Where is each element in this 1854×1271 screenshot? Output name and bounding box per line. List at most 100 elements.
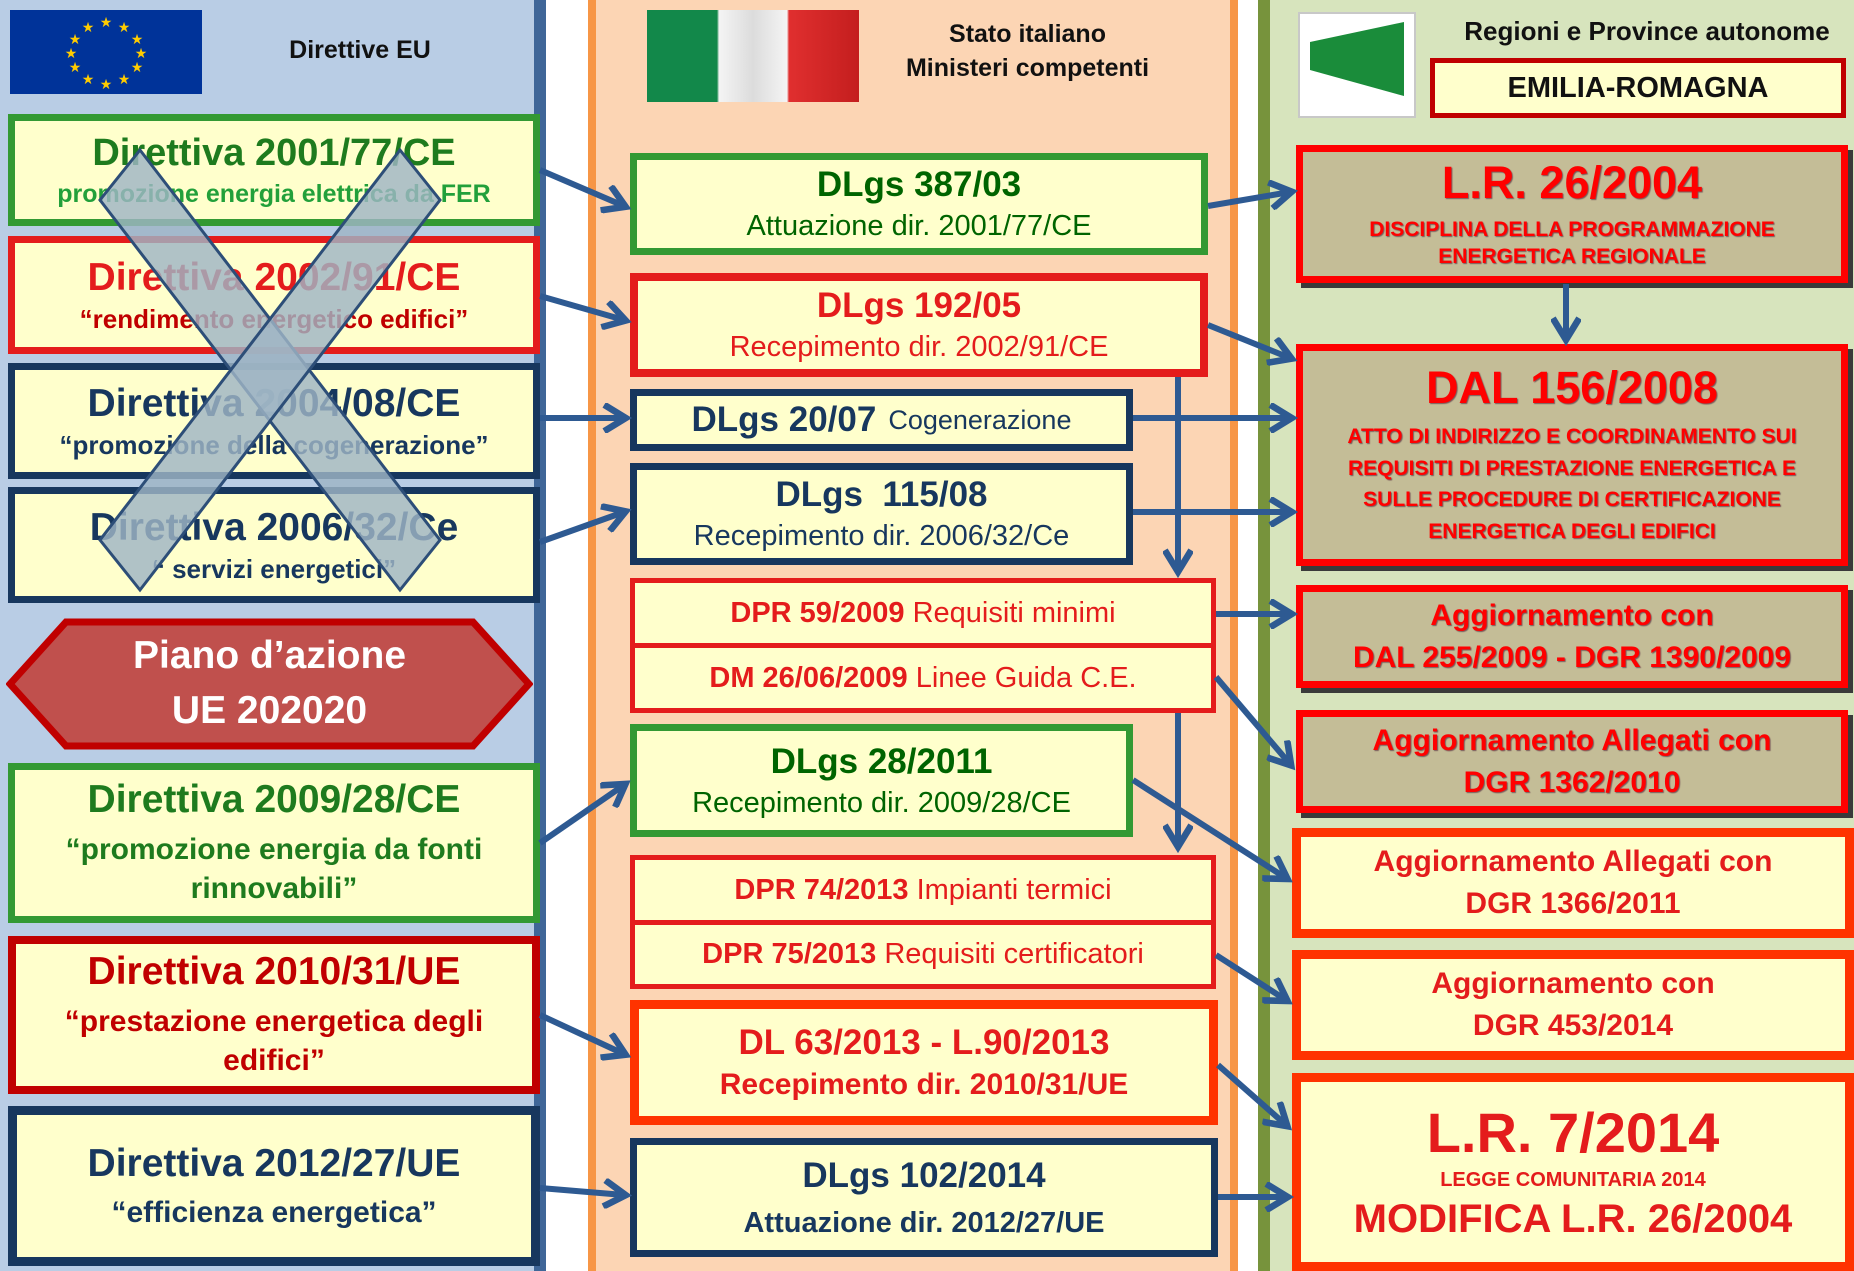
it-law-title: DL 63/2013 - L.90/2013 [738, 1023, 1110, 1063]
it-law-subtitle: Recepimento dir. 2006/32/Ce [693, 520, 1070, 553]
svg-text:★: ★ [69, 32, 82, 48]
region-header: Regioni e Province autonome [1464, 16, 1830, 46]
it-law-dpr59-dm2606-box: DPR 59/2009 Requisiti minimi DM 26/06/20… [630, 578, 1216, 713]
it-law-title: DLgs 20/07 [691, 400, 877, 440]
it-law-dlgs-102-2014: DLgs 102/2014 Attuazione dir. 2012/27/UE [630, 1138, 1218, 1257]
eu-header: Direttive EU [289, 36, 431, 64]
eu-directive-subtitle: “ servizi energetici” [151, 554, 397, 585]
rg-act-title: L.R. 7/2014 [1426, 1101, 1720, 1165]
eu-directive-2010-31: Direttiva 2010/31/UE “prestazione energe… [8, 936, 540, 1094]
rg-act-lr-26-2004: L.R. 26/2004 DISCIPLINA DELLA PROGRAMMAZ… [1296, 145, 1848, 283]
eu-directive-title: Direttiva 2010/31/UE [87, 950, 461, 994]
rg-act-line1: Aggiornamento con [1430, 598, 1714, 632]
piano-azione-label: Piano d’azione UE 202020 [6, 618, 533, 750]
it-law-subtitle: Recepimento dir. 2002/91/CE [729, 331, 1109, 364]
eu-directive-subtitle: promozione energia elettrica da FER [57, 180, 491, 209]
rg-act-dgr-453-2014: Aggiornamento con DGR 453/2014 [1292, 950, 1854, 1060]
it-law-dpr-59-2009: DPR 59/2009 Requisiti minimi [635, 583, 1211, 648]
it-law-subtitle: Requisiti minimi [912, 596, 1116, 629]
italy-header-line1: Stato italiano [949, 20, 1106, 48]
svg-text:★: ★ [82, 72, 95, 88]
it-law-title: DPR 59/2009 [730, 596, 905, 629]
it-law-dpr-75-2013: DPR 75/2013 Requisiti certificatori [635, 925, 1211, 985]
rg-act-line1: Aggiornamento con [1431, 967, 1715, 1001]
rg-act-big: MODIFICA L.R. 26/2004 [1353, 1197, 1793, 1242]
eu-directive-2001-77: Direttiva 2001/77/CE promozione energia … [8, 114, 540, 226]
region-name: EMILIA-ROMAGNA [1507, 71, 1769, 104]
it-law-title: DLgs 28/2011 [770, 741, 993, 781]
svg-text:★: ★ [131, 32, 144, 48]
it-law-subtitle: Attuazione dir. 2001/77/CE [746, 210, 1092, 243]
it-law-dlgs-115-08: DLgs 115/08 Recepimento dir. 2006/32/Ce [630, 463, 1133, 565]
svg-text:★: ★ [100, 77, 113, 93]
eu-directive-subtitle: “efficienza energetica” [111, 1196, 437, 1230]
eu-directive-2012-27: Direttiva 2012/27/UE “efficienza energet… [8, 1106, 540, 1266]
rg-act-subtitle: DISCIPLINA DELLA PROGRAMMAZIONE ENERGETI… [1369, 217, 1775, 269]
it-law-title: DPR 74/2013 [734, 873, 909, 906]
rg-act-line2: DGR 453/2014 [1472, 1009, 1674, 1042]
it-law-dm-26-06-2009: DM 26/06/2009 Linee Guida C.E. [635, 648, 1211, 708]
eu-directive-title: Direttiva 2001/77/CE [92, 131, 456, 174]
rg-act-dgr-1362-2010: Aggiornamento Allegati con DGR 1362/2010 [1296, 710, 1848, 813]
it-law-title: DLgs 115/08 [775, 475, 988, 515]
it-law-dpr74-dpr75-box: DPR 74/2013 Impianti termici DPR 75/2013… [630, 855, 1216, 989]
italy-header: Stato italiano Ministeri competenti [870, 18, 1185, 86]
eu-directive-title: Direttiva 2004/08/CE [87, 381, 461, 425]
it-law-title: DPR 75/2013 [702, 938, 877, 971]
eu-directive-subtitle: “prestazione energetica degli edifici” [64, 1004, 484, 1077]
eu-directive-title: Direttiva 2002/91/CE [87, 255, 461, 299]
eu-directive-subtitle: “promozione energia da fonti rinnovabili… [65, 832, 483, 905]
eu-directive-2009-28: Direttiva 2009/28/CE “promozione energia… [8, 763, 540, 923]
eu-directive-subtitle: “rendimento energetico edifici” [79, 304, 469, 335]
svg-text:★: ★ [135, 46, 148, 62]
svg-text:★: ★ [65, 46, 78, 62]
rg-act-dgr-1366-2011: Aggiornamento Allegati con DGR 1366/2011 [1292, 828, 1854, 938]
eu-directive-2002-91: Direttiva 2002/91/CE “rendimento energet… [8, 236, 540, 354]
region-name-box: EMILIA-ROMAGNA [1430, 58, 1846, 118]
rg-act-line2: DAL 255/2009 - DGR 1390/2009 [1352, 640, 1792, 674]
emilia-romagna-logo-icon [1298, 12, 1416, 118]
rg-act-title: DAL 156/2008 [1426, 361, 1718, 413]
eu-directive-title: Direttiva 2006/32/Ce [89, 505, 459, 549]
it-law-title: DLgs 387/03 [816, 165, 1022, 205]
italy-header-line2: Ministeri competenti [905, 53, 1150, 82]
rg-act-dal-255-2009: Aggiornamento con DAL 255/2009 - DGR 139… [1296, 585, 1848, 688]
it-law-subtitle: Recepimento dir. 2009/28/CE [692, 786, 1071, 819]
it-law-subtitle: Cogenerazione [888, 404, 1072, 435]
it-law-dlgs-387-03: DLgs 387/03 Attuazione dir. 2001/77/CE [630, 153, 1208, 255]
svg-text:★: ★ [69, 60, 82, 76]
italy-flag-icon [647, 10, 859, 102]
it-law-subtitle: Attuazione dir. 2012/27/UE [743, 1206, 1105, 1239]
rg-act-lr-7-2014: L.R. 7/2014 LEGGE COMUNITARIA 2014 MODIF… [1292, 1073, 1854, 1271]
it-law-dl-63-2013: DL 63/2013 - L.90/2013 Recepimento dir. … [630, 1000, 1218, 1125]
it-law-dpr-74-2013: DPR 74/2013 Impianti termici [635, 860, 1211, 925]
piano-line1: Piano d’azione [132, 634, 407, 678]
rg-act-line1: Aggiornamento Allegati con [1373, 845, 1773, 879]
eu-directive-title: Direttiva 2009/28/CE [87, 778, 461, 822]
it-law-dlgs-20-07: DLgs 20/07 Cogenerazione [630, 389, 1133, 451]
it-law-dlgs-28-2011: DLgs 28/2011 Recepimento dir. 2009/28/CE [630, 724, 1133, 837]
svg-text:★: ★ [82, 20, 95, 36]
eu-directive-2004-08: Direttiva 2004/08/CE “promozione della c… [8, 363, 540, 479]
svg-text:★: ★ [118, 20, 131, 36]
rg-act-dal-156-2008: DAL 156/2008 ATTO DI INDIRIZZO E COORDIN… [1296, 344, 1848, 566]
it-law-subtitle: Requisiti certificatori [884, 938, 1144, 971]
piano-azione-shape [6, 618, 533, 750]
eu-directive-title: Direttiva 2012/27/UE [87, 1142, 461, 1186]
it-law-subtitle: Impianti termici [916, 873, 1112, 906]
rg-act-subtitle: ATTO DI INDIRIZZO E COORDINAMENTO SUI RE… [1347, 425, 1797, 543]
rg-act-line2: DGR 1362/2010 [1463, 765, 1681, 799]
eu-directive-2006-32: Direttiva 2006/32/Ce “ servizi energetic… [8, 487, 540, 603]
it-law-dlgs-192-05: DLgs 192/05 Recepimento dir. 2002/91/CE [630, 273, 1208, 377]
eu-flag-icon: ★★★ ★★★ ★★★ ★★★ [10, 10, 202, 94]
it-law-subtitle: Recepimento dir. 2010/31/UE [719, 1068, 1129, 1102]
eu-directive-subtitle: “promozione della cogenerazione” [59, 430, 489, 461]
piano-line2: UE 202020 [171, 689, 368, 732]
rg-act-title: L.R. 26/2004 [1441, 156, 1703, 208]
it-law-title: DLgs 192/05 [816, 286, 1022, 326]
rg-act-line1: Aggiornamento Allegati con [1372, 723, 1772, 757]
svg-text:★: ★ [118, 72, 131, 88]
it-law-title: DM 26/06/2009 [709, 661, 908, 694]
rg-act-small: LEGGE COMUNITARIA 2014 [1440, 1168, 1706, 1191]
svg-text:★: ★ [100, 15, 113, 31]
